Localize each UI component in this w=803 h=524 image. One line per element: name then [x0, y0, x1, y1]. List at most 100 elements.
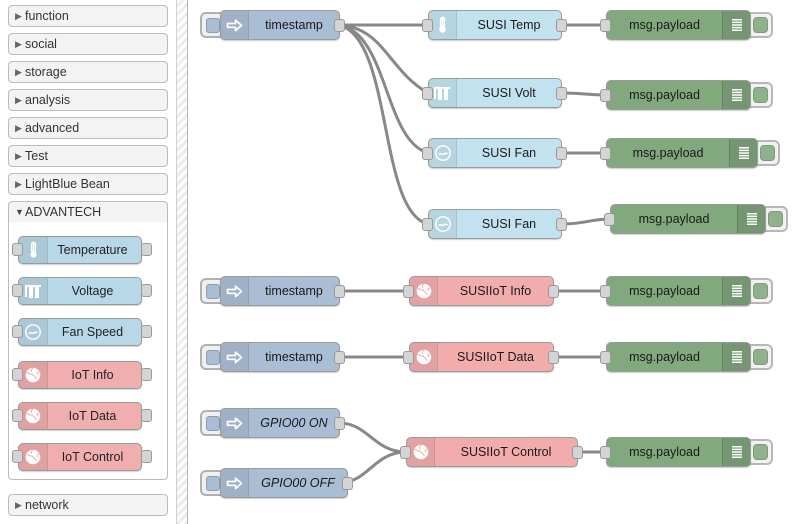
palette-category-label: analysis [25, 93, 71, 107]
node-label: msg.payload [629, 18, 700, 32]
node-input-port[interactable] [422, 147, 433, 160]
node-susiiot-info[interactable]: SUSIIoT Info [409, 276, 554, 306]
globe-icon [410, 277, 438, 305]
palette-category-function[interactable]: ▶function [8, 5, 168, 27]
inject-button-face [206, 415, 220, 431]
node-input-port[interactable] [422, 19, 433, 32]
debug-list-icon [737, 205, 765, 233]
node-label: msg.payload [629, 88, 700, 102]
palette-category-test[interactable]: ▶Test [8, 145, 168, 167]
palette-category-storage[interactable]: ▶storage [8, 61, 168, 83]
debug-toggle-button-1[interactable] [749, 12, 773, 38]
palette-node-label: IoT Control [61, 450, 124, 464]
palette-node-label: Voltage [71, 284, 114, 298]
node-label: GPIO00 ON [260, 416, 328, 430]
node-output-port[interactable] [334, 19, 345, 32]
node-susi-volt[interactable]: SUSI Volt [428, 78, 562, 108]
node-inject-gpio00-off[interactable]: GPIO00 OFF [220, 468, 348, 498]
node-debug-3[interactable]: msg.payload [606, 138, 758, 168]
node-debug-4[interactable]: msg.payload [610, 204, 766, 234]
node-susiiot-data[interactable]: SUSIIoT Data [409, 342, 554, 372]
palette-node-label: Temperature [57, 243, 128, 257]
palette-sidebar: ▶function ▶social ▶storage ▶analysis ▶ad… [0, 0, 176, 524]
debug-list-icon [722, 438, 750, 466]
triangle-right-icon: ▶ [15, 39, 22, 49]
debug-button-face [759, 145, 775, 161]
node-inject-timestamp-2[interactable]: timestamp [220, 276, 340, 306]
triangle-right-icon: ▶ [15, 95, 22, 105]
node-debug-1[interactable]: msg.payload [606, 10, 751, 40]
node-inject-timestamp-1[interactable]: timestamp [220, 10, 340, 40]
palette-category-label: LightBlue Bean [25, 177, 110, 191]
node-output-port[interactable] [334, 417, 345, 430]
palette-category-advantech[interactable]: ▼ADVANTECH [8, 201, 168, 223]
palette-canvas-splitter[interactable] [176, 0, 188, 524]
node-input-port[interactable] [422, 87, 433, 100]
node-input-port[interactable] [400, 446, 411, 459]
palette-category-advanced[interactable]: ▶advanced [8, 117, 168, 139]
inject-button-face [206, 475, 220, 491]
palette-category-analysis[interactable]: ▶analysis [8, 89, 168, 111]
triangle-right-icon: ▶ [15, 67, 22, 77]
node-input-port[interactable] [600, 89, 611, 102]
debug-list-icon [722, 343, 750, 371]
node-output-port[interactable] [334, 351, 345, 364]
node-output-port[interactable] [556, 87, 567, 100]
node-output-port[interactable] [334, 285, 345, 298]
debug-toggle-button-4[interactable] [764, 206, 788, 232]
node-output-port[interactable] [342, 477, 353, 490]
node-output-port[interactable] [556, 147, 567, 160]
node-susi-fan-1[interactable]: SUSI Fan [428, 138, 562, 168]
debug-toggle-button-6[interactable] [749, 344, 773, 370]
node-output-port[interactable] [548, 285, 559, 298]
node-susi-temp[interactable]: SUSI Temp [428, 10, 562, 40]
debug-toggle-button-7[interactable] [749, 439, 773, 465]
palette-category-lightblue-bean[interactable]: ▶LightBlue Bean [8, 173, 168, 195]
node-input-port[interactable] [600, 147, 611, 160]
palette-node-temperature[interactable]: Temperature [18, 236, 142, 264]
palette-node-fan-speed[interactable]: Fan Speed [18, 318, 142, 346]
node-debug-5[interactable]: msg.payload [606, 276, 751, 306]
globe-icon [407, 438, 435, 466]
node-input-port[interactable] [604, 213, 615, 226]
node-input-port[interactable] [600, 446, 611, 459]
node-output-port[interactable] [556, 19, 567, 32]
palette-node-iot-control[interactable]: IoT Control [18, 443, 142, 471]
node-debug-6[interactable]: msg.payload [606, 342, 751, 372]
debug-list-icon [722, 81, 750, 109]
debug-list-icon [722, 277, 750, 305]
debug-button-face [752, 444, 768, 460]
node-output-port[interactable] [572, 446, 583, 459]
debug-toggle-button-3[interactable] [756, 140, 780, 166]
palette-node-output-port [141, 243, 152, 256]
node-susiiot-control[interactable]: SUSIIoT Control [406, 437, 578, 467]
node-input-port[interactable] [403, 351, 414, 364]
node-susi-fan-2[interactable]: SUSI Fan [428, 209, 562, 239]
debug-toggle-button-2[interactable] [749, 82, 773, 108]
palette-node-iot-info[interactable]: IoT Info [18, 361, 142, 389]
node-output-port[interactable] [548, 351, 559, 364]
palette-node-label: IoT Data [68, 409, 117, 423]
flow-canvas[interactable]: timestamp SUSI Temp msg.payload SUSI Vol… [188, 0, 803, 524]
palette-node-voltage[interactable]: Voltage [18, 277, 142, 305]
node-inject-timestamp-3[interactable]: timestamp [220, 342, 340, 372]
palette-node-iot-data[interactable]: IoT Data [18, 402, 142, 430]
palette-node-output-port [141, 284, 152, 297]
debug-button-face [752, 349, 768, 365]
node-input-port[interactable] [600, 351, 611, 364]
palette-category-network[interactable]: ▶network [8, 494, 168, 516]
node-input-port[interactable] [600, 285, 611, 298]
debug-button-face [752, 87, 768, 103]
node-input-port[interactable] [403, 285, 414, 298]
node-input-port[interactable] [422, 218, 433, 231]
node-debug-2[interactable]: msg.payload [606, 80, 751, 110]
node-input-port[interactable] [600, 19, 611, 32]
globe-icon [19, 444, 48, 470]
debug-toggle-button-5[interactable] [749, 278, 773, 304]
node-inject-gpio00-on[interactable]: GPIO00 ON [220, 408, 340, 438]
node-output-port[interactable] [556, 218, 567, 231]
palette-category-social[interactable]: ▶social [8, 33, 168, 55]
node-debug-7[interactable]: msg.payload [606, 437, 751, 467]
palette-node-input-port [12, 243, 23, 256]
